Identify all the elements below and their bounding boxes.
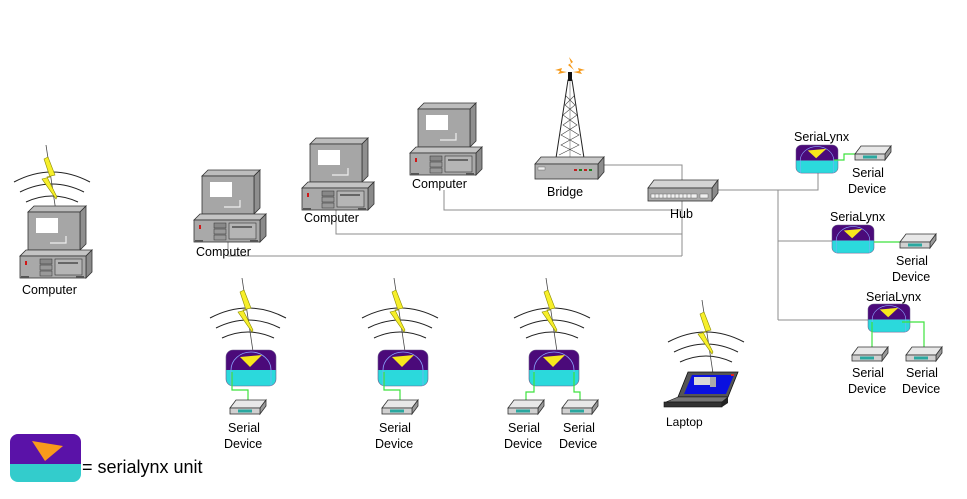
serialynx-unit-icon bbox=[226, 350, 276, 386]
computer-label: Computer bbox=[196, 245, 251, 259]
link-computer-2 bbox=[335, 206, 682, 235]
wireless-serialynx-unit-2[interactable]: Serial Device bbox=[361, 277, 439, 451]
serialynx-unit-2[interactable]: SeriaLynx Serial Device bbox=[830, 210, 937, 284]
lightning-bolt-icon bbox=[389, 277, 407, 359]
legend-label: = serialynx unit bbox=[82, 457, 203, 477]
serial-device-label-line1: Serial bbox=[563, 421, 595, 435]
serial-device-icon bbox=[899, 233, 937, 249]
serialynx-unit-3[interactable]: SeriaLynx Serial Device Serial Device bbox=[848, 290, 943, 396]
bridge-label: Bridge bbox=[547, 185, 583, 199]
hub[interactable]: Hub bbox=[647, 178, 719, 221]
serial-device-icon bbox=[229, 399, 267, 415]
computer-label: Computer bbox=[304, 211, 359, 225]
serial-device-icon bbox=[854, 145, 892, 161]
serialynx-label: SeriaLynx bbox=[866, 290, 922, 304]
serial-device-label-line1: Serial bbox=[508, 421, 540, 435]
serial-device-icon bbox=[851, 346, 889, 362]
laptop[interactable]: Laptop bbox=[663, 299, 745, 429]
lightning-bolt-icon bbox=[541, 277, 559, 359]
serial-link bbox=[525, 372, 535, 402]
computer-1[interactable]: Computer bbox=[193, 169, 267, 259]
serial-link bbox=[902, 321, 925, 350]
computer-icon bbox=[193, 169, 267, 243]
hub-icon bbox=[647, 178, 719, 203]
serial-device-label-line1: Serial bbox=[852, 366, 884, 380]
serial-device-label-line2: Device bbox=[504, 437, 542, 451]
lightning-bolt-icon bbox=[697, 299, 715, 381]
serialynx-unit-icon bbox=[796, 145, 838, 173]
serial-device-label-line1: Serial bbox=[228, 421, 260, 435]
serial-device-label-line2: Device bbox=[848, 382, 886, 396]
serial-link bbox=[383, 372, 401, 402]
serial-device-label-line2: Device bbox=[892, 270, 930, 284]
serial-device-icon bbox=[561, 399, 599, 415]
link-bridge-hub bbox=[602, 164, 683, 183]
wireless-computer[interactable]: Computer bbox=[13, 144, 93, 297]
bridge-device-icon bbox=[534, 155, 605, 181]
serial-link bbox=[573, 372, 581, 402]
serial-device-label-line2: Device bbox=[848, 182, 886, 196]
serialynx-unit-icon bbox=[868, 304, 910, 332]
serial-device-icon bbox=[905, 346, 943, 362]
link-serialynx-1 bbox=[778, 170, 819, 191]
computer-2[interactable]: Computer bbox=[301, 137, 375, 225]
computer-icon bbox=[409, 102, 483, 176]
serial-link bbox=[834, 153, 856, 161]
serialynx-unit-1[interactable]: SeriaLynx Serial Device bbox=[794, 130, 892, 196]
serial-device-label-line2: Device bbox=[375, 437, 413, 451]
network-links bbox=[227, 164, 870, 321]
serial-device-label-line1: Serial bbox=[896, 254, 928, 268]
serialynx-label: SeriaLynx bbox=[830, 210, 886, 224]
computer-3[interactable]: Computer bbox=[409, 102, 483, 191]
computer-label: Computer bbox=[412, 177, 467, 191]
serialynx-unit-icon bbox=[832, 225, 874, 253]
antenna-tower-icon bbox=[555, 57, 585, 159]
serial-device-label-line2: Device bbox=[902, 382, 940, 396]
serial-device-label-line1: Serial bbox=[906, 366, 938, 380]
hub-label: Hub bbox=[670, 207, 693, 221]
serial-link bbox=[231, 372, 249, 402]
lightning-bolt-icon bbox=[237, 277, 255, 359]
laptop-icon bbox=[663, 371, 739, 408]
serialynx-label: SeriaLynx bbox=[794, 130, 850, 144]
serial-device-label-line1: Serial bbox=[852, 166, 884, 180]
serial-device-label-line2: Device bbox=[559, 437, 597, 451]
wireless-serialynx-unit-1[interactable]: Serial Device bbox=[209, 277, 287, 451]
bridge[interactable]: Bridge bbox=[534, 57, 605, 199]
serial-device-label-line1: Serial bbox=[379, 421, 411, 435]
computer-icon bbox=[301, 137, 375, 211]
serial-device-icon bbox=[507, 399, 545, 415]
legend-serialynx-icon bbox=[10, 434, 81, 482]
serialynx-unit-icon bbox=[378, 350, 428, 386]
laptop-label: Laptop bbox=[666, 415, 703, 429]
legend: = serialynx unit bbox=[10, 434, 203, 482]
radio-waves-icon bbox=[667, 331, 745, 363]
computer-label: Computer bbox=[22, 283, 77, 297]
link-computer-1 bbox=[227, 242, 682, 257]
serial-device-label-line2: Device bbox=[224, 437, 262, 451]
computer-icon bbox=[19, 205, 93, 279]
wireless-serialynx-unit-3[interactable]: Serial Device Serial Device bbox=[504, 277, 599, 451]
serialynx-unit-icon bbox=[529, 350, 579, 386]
serial-device-icon bbox=[381, 399, 419, 415]
link-computer-3 bbox=[443, 190, 682, 211]
